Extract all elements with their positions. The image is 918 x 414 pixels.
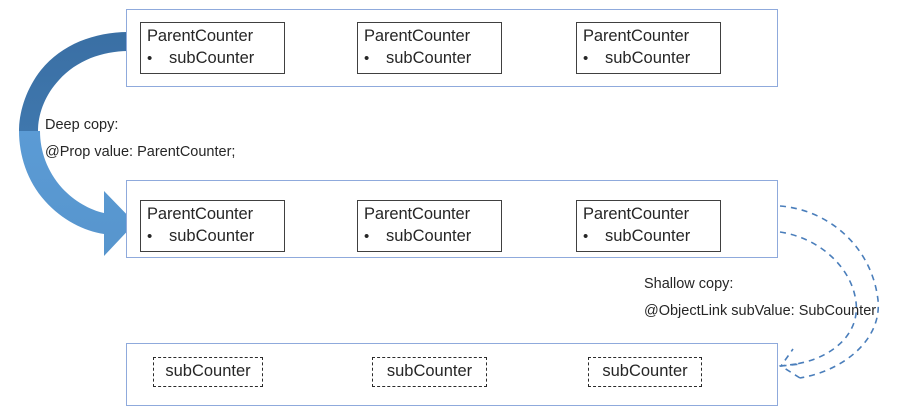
- sub-counter-line: • subCounter: [364, 225, 495, 248]
- bullet-icon: •: [583, 50, 589, 67]
- bullet-icon: •: [147, 228, 153, 245]
- parent-counter-card[interactable]: ParentCounter • subCounter: [576, 22, 721, 74]
- sub-counter-label: subCounter: [169, 227, 255, 245]
- bullet-icon: •: [364, 228, 370, 245]
- bullet-icon: •: [147, 50, 153, 67]
- parent-counter-title: ParentCounter: [147, 205, 254, 223]
- sub-counter-label: subCounter: [386, 227, 472, 245]
- parent-counter-card[interactable]: ParentCounter • subCounter: [357, 200, 502, 252]
- sub-counter-label: subCounter: [605, 227, 691, 245]
- sub-counter-label: subCounter: [386, 49, 472, 67]
- sub-counter-line: • subCounter: [583, 225, 714, 248]
- parent-counter-card[interactable]: ParentCounter • subCounter: [357, 22, 502, 74]
- parent-counter-title: ParentCounter: [147, 27, 254, 45]
- sub-counter-label: subCounter: [169, 49, 255, 67]
- shallow-copy-annotation: Shallow copy: @ObjectLink subValue: SubC…: [644, 271, 876, 325]
- sub-counter-chip[interactable]: subCounter: [588, 357, 702, 387]
- bullet-icon: •: [583, 228, 589, 245]
- shallow-copy-annotation-line1: Shallow copy:: [644, 276, 734, 292]
- shallow-copy-arrowhead: [778, 363, 801, 379]
- sub-counter-line: • subCounter: [147, 47, 278, 70]
- shallow-copy-arrowhead-upper: [779, 348, 797, 368]
- bullet-icon: •: [364, 50, 370, 67]
- parent-counter-title: ParentCounter: [364, 205, 471, 223]
- shallow-copy-annotation-line2: @ObjectLink subValue: SubCounter: [644, 303, 877, 319]
- parent-counter-title: ParentCounter: [583, 205, 690, 223]
- deep-copy-annotation-line1: Deep copy:: [45, 117, 119, 133]
- sub-counter-chip[interactable]: subCounter: [372, 357, 487, 387]
- sub-counter-line: • subCounter: [147, 225, 278, 248]
- sub-counter-line: • subCounter: [364, 47, 495, 70]
- parent-counter-card[interactable]: ParentCounter • subCounter: [140, 200, 285, 252]
- parent-counter-title: ParentCounter: [583, 27, 690, 45]
- deep-copy-annotation: Deep copy: @Prop value: ParentCounter;: [45, 112, 235, 166]
- deep-copy-annotation-line2: @Prop value: ParentCounter;: [45, 144, 236, 160]
- sub-counter-line: • subCounter: [583, 47, 714, 70]
- sub-counter-label: subCounter: [605, 49, 691, 67]
- parent-counter-title: ParentCounter: [364, 27, 471, 45]
- parent-counter-card[interactable]: ParentCounter • subCounter: [576, 200, 721, 252]
- parent-counter-card[interactable]: ParentCounter • subCounter: [140, 22, 285, 74]
- sub-counter-chip[interactable]: subCounter: [153, 357, 263, 387]
